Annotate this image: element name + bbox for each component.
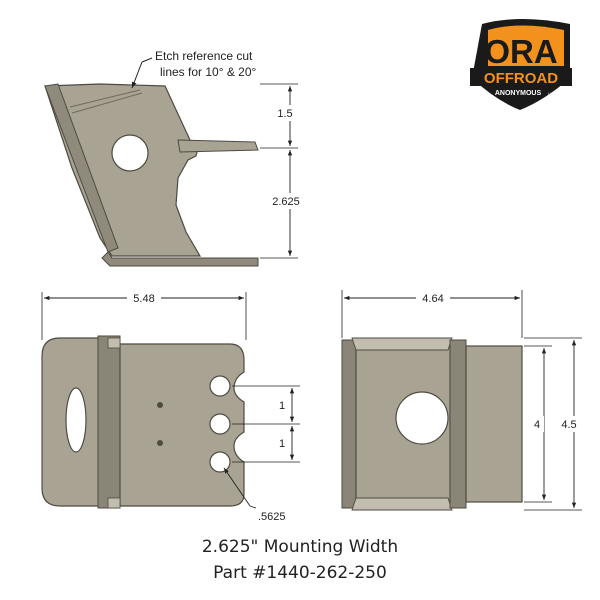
- small-hole-upper: [157, 402, 163, 408]
- side-right-tab: [465, 345, 523, 503]
- ora-logo: ORA OFFROAD ANONYMOUS LLC: [470, 19, 572, 110]
- side-view: 4.64 4 4.5: [341, 290, 582, 511]
- logo-main-text: ORA: [484, 33, 557, 70]
- dim-label-side-inner-height: 4: [534, 419, 540, 431]
- adjust-hole-1: [209, 375, 231, 397]
- small-hole-lower: [157, 440, 163, 446]
- caption-part-number: Part #1440-262-250: [213, 563, 387, 583]
- dim-label-side-width: 4.64: [422, 293, 443, 305]
- bracket-top-tab: [177, 139, 259, 153]
- front-view: 5.48 1 1 .5625: [41, 291, 300, 523]
- logo-tm-text: LLC: [548, 91, 555, 96]
- etch-note-line1: Etch reference cut: [155, 49, 253, 63]
- adjust-hole-2: [209, 413, 231, 435]
- dim-label-hole-spacing-1: 1: [279, 400, 285, 412]
- etch-note-line2: lines for 10° & 20°: [160, 65, 257, 79]
- bracket-flange: [44, 83, 119, 253]
- dim-label-side-outer-height: 4.5: [561, 419, 576, 431]
- dim-label-hole-diameter: .5625: [258, 511, 286, 523]
- logo-tag-text: ANONYMOUS: [495, 90, 542, 97]
- caption-mounting-width: 2.625" Mounting Width: [201, 537, 399, 557]
- dim-label-upper: 1.5: [277, 108, 292, 120]
- dim-label-front-width: 5.48: [133, 293, 154, 305]
- side-left-edge: [341, 339, 357, 509]
- dim-label-lower: 2.625: [272, 196, 300, 208]
- side-mid-bend: [449, 339, 467, 509]
- bracket-foot: [101, 251, 259, 267]
- etch-line-20: [71, 92, 143, 114]
- adjust-hole-3: [209, 451, 231, 473]
- etch-note-leader: [131, 61, 143, 89]
- top-view: Etch reference cut lines for 10° & 20° 1…: [44, 49, 306, 267]
- dim-label-hole-spacing-2: 1: [279, 438, 285, 450]
- dim-leader-hole-diameter: [223, 467, 251, 507]
- logo-sub-text: OFFROAD: [484, 70, 558, 87]
- side-mounting-hole: [395, 391, 449, 445]
- front-bend: [97, 335, 121, 509]
- mounting-hole: [111, 134, 149, 172]
- etch-line-10: [69, 89, 141, 108]
- flange-slot: [65, 387, 87, 453]
